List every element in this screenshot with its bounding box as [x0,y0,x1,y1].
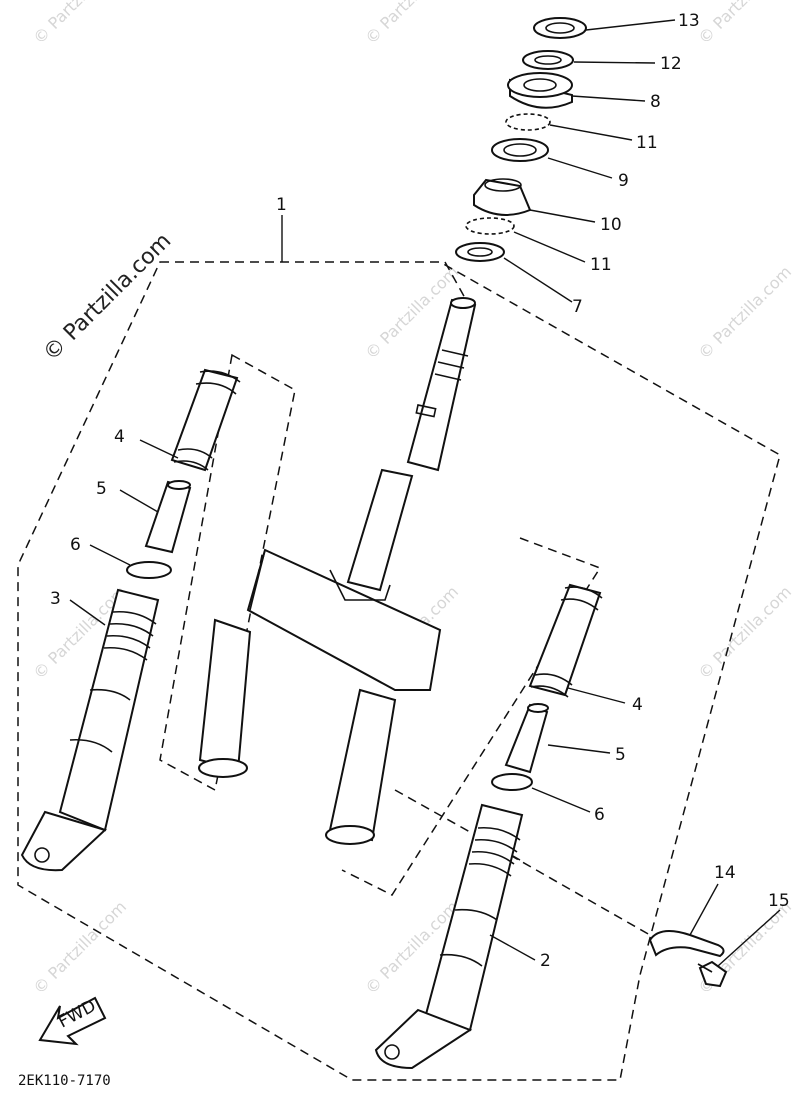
left-oring-6 [126,561,172,579]
lower-race-7 [455,242,505,262]
steel-balls-11-top [505,113,551,131]
clip-14 [648,930,725,958]
callout-7: 7 [572,297,583,317]
clip-and-bolt [648,930,728,988]
watermark-text: © Partzilla.com [694,262,795,363]
watermark-layer: © Partzilla.com © Partzilla.com © Partzi… [29,0,795,998]
callout-14: 14 [714,863,736,883]
lower-guide-line [394,789,521,861]
upper-race-9 [491,138,549,162]
ring-nut-13-inner [545,22,575,34]
callout-13: 13 [678,11,700,31]
left-axle-end [20,810,107,872]
left-spacer-5 [144,480,192,554]
right-spring-guide-line [341,537,602,896]
callout-4-right: 4 [632,695,643,715]
callout-1: 1 [276,195,287,215]
watermark-text: © Partzilla.com [361,0,462,48]
callout-6-right: 6 [594,805,605,825]
callout-9: 9 [618,171,629,191]
callout-labels: 13 12 8 11 9 10 11 7 1 4 5 6 3 4 5 6 14 … [50,11,790,971]
callout-3: 3 [50,589,61,609]
bracket-left-leg [198,618,252,772]
right-oring-6 [491,773,533,791]
right-spacer-5 [504,703,549,774]
left-spring-4 [170,368,239,472]
under-bracket [246,548,442,691]
callout-2: 2 [540,951,551,971]
left-fork-parts [20,368,241,872]
callout-11-top: 11 [636,133,658,153]
watermark-text: © Partzilla.com [29,897,130,998]
assembly-boundary [17,261,781,1081]
clip-guide-line [509,854,651,936]
watermark-text: © Partzilla.com [29,0,130,48]
callout-15: 15 [768,891,790,911]
fwd-arrow: FWD [38,996,107,1046]
washer-12 [522,50,574,70]
callout-5-right: 5 [615,745,626,765]
right-spring-4 [528,583,602,697]
diagram-code: 2EK110-7170 [18,1073,111,1089]
washer-12-inner [534,55,562,65]
steel-balls-11-bottom [465,217,515,235]
callout-11-bottom: 11 [590,255,612,275]
callout-8: 8 [650,92,661,112]
watermark-brand: © Partzilla.com [39,229,177,367]
watermark-text: © Partzilla.com [694,582,795,683]
steering-stem-bracket [198,297,477,845]
steering-head-stack [455,17,587,262]
callout-4-left: 4 [114,427,125,447]
right-fork-parts [374,583,603,1070]
leader-lines [69,19,781,967]
stem-tube [346,468,414,592]
stem-guide-line [444,261,466,299]
callout-5-left: 5 [96,479,107,499]
callout-10: 10 [600,215,622,235]
watermark-text: © Partzilla.com [694,0,795,48]
steering-stem [406,298,477,472]
left-spring-guide-line [159,353,296,792]
bracket-right-leg [328,688,397,842]
callout-6-left: 6 [70,535,81,555]
callout-12: 12 [660,54,682,74]
ring-nut-13 [533,17,587,39]
fwd-arrow-icon [38,996,107,1046]
